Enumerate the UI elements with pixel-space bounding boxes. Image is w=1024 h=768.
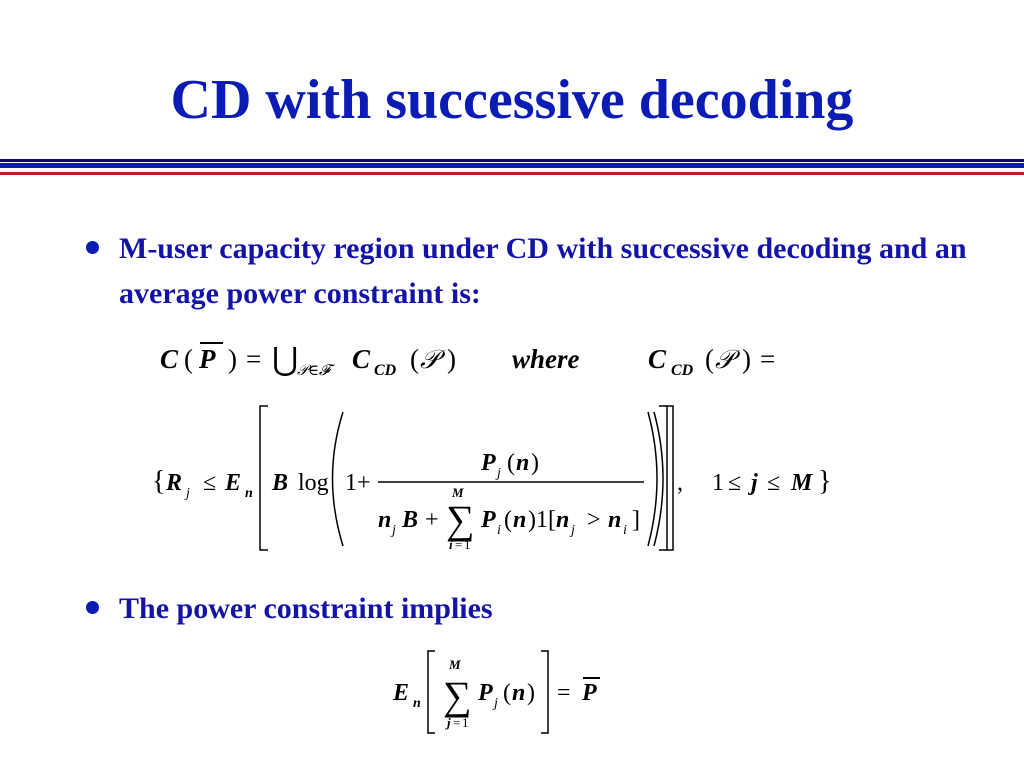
eq2-den-plus: +: [425, 507, 439, 533]
eq2-ind-n: n: [556, 507, 569, 533]
eq2-E-sub: n: [245, 486, 253, 501]
equation-power-constraint: E n M ∑ j = 1 P j ( n ) = P: [392, 650, 600, 734]
title-rule-blue: [0, 163, 1024, 168]
eq2-den-n: n: [378, 507, 391, 533]
eq2-num-close: ): [531, 450, 539, 476]
eq1-scriptP: 𝒫: [420, 345, 446, 375]
eq1-close2: ): [447, 344, 456, 374]
eq2-bracket-left: [259, 405, 268, 551]
eq2-den-open: (: [504, 507, 512, 533]
eq2-num-P: P: [480, 450, 496, 476]
title-rule-navy: [0, 159, 1024, 162]
equation-rate-constraint: { R j ≤ E n B log 1 + P j ( n ) n j B + …: [152, 405, 831, 552]
eq3-sum-bot-1: 1: [462, 715, 469, 730]
bullet-dot-icon: [86, 601, 99, 614]
eq2-den-P: P: [480, 507, 496, 533]
eq2-paren-right-2: [653, 411, 664, 547]
eq2-ind-close: ]: [632, 507, 640, 533]
eq3-P-sub: j: [492, 696, 498, 711]
eq3-E: E: [392, 680, 409, 706]
eq3-close: ): [527, 680, 535, 706]
eq1-close: ): [228, 344, 237, 374]
eq1-CD2: CD: [671, 362, 694, 379]
eq2-plus: +: [357, 470, 371, 496]
eq2-num-j: j: [495, 466, 501, 481]
eq2-range-1: 1: [712, 470, 724, 496]
eq2-R: R: [165, 470, 182, 496]
eq1-close3: ): [742, 344, 751, 374]
eq2-comma: ,: [677, 470, 683, 496]
eq3-sum: ∑: [443, 673, 472, 718]
eq2-sum-top: M: [451, 485, 464, 500]
eq2-gt: >: [587, 507, 601, 533]
eq2-range-le1: ≤: [728, 470, 741, 496]
eq2-E: E: [224, 470, 241, 496]
eq1-union: ⋃: [272, 341, 298, 377]
eq2-le: ≤: [203, 470, 216, 496]
eq2-den-j: j: [390, 523, 396, 538]
eq1-rhs-eq: =: [760, 344, 775, 374]
eq2-paren-right: [647, 411, 658, 547]
eq2-indicator: 1[: [536, 507, 556, 533]
eq1-CD: CD: [374, 362, 397, 379]
eq3-eq: =: [557, 680, 571, 706]
eq2-one: 1: [345, 470, 357, 496]
eq3-sum-top: M: [448, 657, 461, 672]
eq2-den-B: B: [401, 507, 418, 533]
eq2-den-n2: n: [513, 507, 526, 533]
eq2-num-n: n: [516, 450, 529, 476]
eq3-open: (: [503, 680, 511, 706]
eq2-ind-n2: n: [608, 507, 621, 533]
eq1-Pbar: P: [198, 344, 216, 374]
eq1-union-sub: 𝒫∈𝓕: [297, 361, 336, 379]
eq3-E-sub: n: [413, 696, 421, 711]
eq2-bracket-right: [659, 405, 668, 551]
eq2-log: log: [298, 470, 329, 496]
bullet-dot-icon: [86, 241, 99, 254]
eq1-eq: =: [246, 344, 261, 374]
eq2-range-M: M: [790, 470, 814, 496]
eq2-bracket-right-2: [665, 405, 674, 551]
eq3-sum-bot-eq: =: [453, 715, 460, 730]
eq1-scriptP2: 𝒫: [715, 345, 741, 375]
equation-capacity-region: C ( P ) = ⋃ 𝒫∈𝓕 C CD ( 𝒫 ) where C CD ( …: [160, 341, 775, 379]
eq1-open3: (: [705, 344, 714, 374]
eq2-ind-i: i: [623, 523, 627, 538]
slide-title: CD with successive decoding: [170, 69, 854, 131]
eq2-den-i: i: [497, 523, 501, 538]
bullet-1-text: M-user capacity region under CD with suc…: [119, 232, 967, 310]
eq1-C: C: [160, 344, 179, 374]
eq2-brace-open: {: [152, 466, 165, 497]
eq2-sum-bot-i: i: [449, 537, 453, 552]
eq1-open: (: [184, 344, 193, 374]
eq3-sum-bot-j: j: [445, 715, 451, 730]
eq3-bracket-right: [541, 650, 549, 734]
bullet-2-text: The power constraint implies: [119, 592, 493, 625]
eq2-sum-bot-eq: =: [455, 537, 462, 552]
eq2-num-open: (: [507, 450, 515, 476]
title-rule-red: [0, 172, 1024, 175]
eq2-sum: ∑: [446, 497, 475, 542]
eq2-den-close: ): [528, 507, 536, 533]
eq3-bracket-left: [427, 650, 435, 734]
eq2-range-j: j: [747, 470, 758, 496]
eq2-sum-bot-1: 1: [464, 537, 471, 552]
eq2-paren-left: [331, 411, 344, 547]
eq1-open2: (: [410, 344, 419, 374]
eq1-C2: C: [352, 344, 371, 374]
eq2-brace-close: }: [818, 466, 831, 497]
eq3-n: n: [512, 680, 525, 706]
eq1-C3: C: [648, 344, 667, 374]
eq2-B: B: [271, 470, 288, 496]
eq2-ind-j: j: [569, 523, 575, 538]
eq2-R-sub: j: [184, 486, 190, 501]
eq3-P: P: [477, 680, 493, 706]
eq2-range-le2: ≤: [767, 470, 780, 496]
eq3-Pbar: P: [581, 680, 597, 706]
eq1-where: where: [512, 344, 580, 374]
